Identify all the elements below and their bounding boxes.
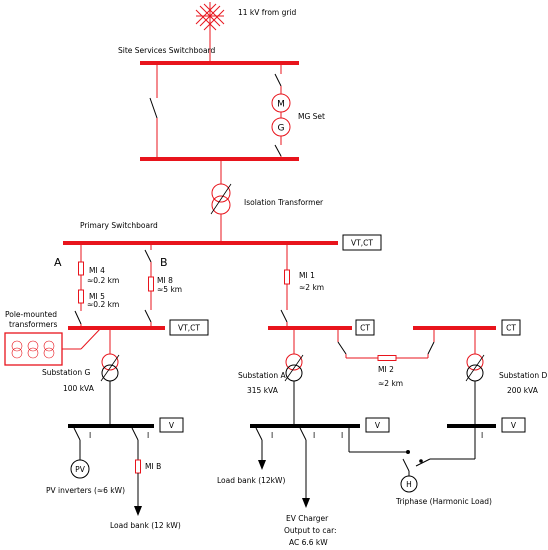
substation-d-rating: 200 kVA xyxy=(507,386,539,395)
motor-letter: M xyxy=(277,100,285,110)
pv-symbol-text: PV xyxy=(75,465,86,474)
substation-a-current-1: I xyxy=(271,431,273,440)
mi1-distance: ≈2 km xyxy=(299,283,324,292)
pv-inverters-label: PV inverters (≈6 kW) xyxy=(46,486,125,495)
substation-d-v-box xyxy=(501,417,526,433)
substation-d-name: Substation D xyxy=(499,371,547,380)
load-bank-a-label: Load bank (12kW) xyxy=(217,476,285,485)
harmonic-symbol-text: H xyxy=(406,480,412,489)
feeder-b-breaker-top xyxy=(144,249,152,263)
mi1-resistor xyxy=(284,269,290,285)
ev-arrow xyxy=(302,498,310,508)
mi2-resistor xyxy=(377,355,397,361)
load-bank-a-arrow xyxy=(258,460,266,470)
substation-a-tx-coil-top xyxy=(285,353,303,371)
mi5-resistor xyxy=(78,289,84,304)
ev-breaker xyxy=(299,427,307,441)
mib-label: MI B xyxy=(145,462,161,471)
mi4-name: MI 4 xyxy=(89,266,105,275)
mi2-breaker-right xyxy=(427,341,435,355)
mi8-name: MI 8 xyxy=(157,276,173,285)
substation-a-current-3: I xyxy=(341,431,343,440)
harmonic-load-label: Triphase (Harmonic Load) xyxy=(395,497,492,506)
substation-g-current-1: I xyxy=(89,431,91,440)
substation-d-ct-box xyxy=(501,319,521,336)
substation-a-rating: 315 kVA xyxy=(247,386,279,395)
substation-a-ct-box xyxy=(355,319,375,336)
ev-power-label: AC 6.6 kW xyxy=(289,538,328,547)
harmonic-junction-a xyxy=(406,450,410,454)
pv-breaker xyxy=(73,427,81,441)
mg-breaker-top xyxy=(274,73,282,87)
mi4-resistor xyxy=(78,261,84,276)
ev-output-label: Output to car: xyxy=(284,526,337,535)
substation-d-current-1: I xyxy=(481,431,483,440)
mib-resistor xyxy=(135,459,141,474)
mi2-distance: ≈2 km xyxy=(378,379,403,388)
mi2-name: MI 2 xyxy=(378,365,394,374)
feeder-a-breaker xyxy=(74,310,82,325)
substation-a-v-text: V xyxy=(375,421,381,430)
substation-a-ct-text: CT xyxy=(360,324,370,333)
load-bank-g-label: Load bank (12 kW) xyxy=(110,521,181,530)
substation-d-ct-text: CT xyxy=(506,324,516,333)
mg-set-label: MG Set xyxy=(298,112,325,121)
mi4-distance: ≈0.2 km xyxy=(87,276,119,285)
mi5-distance: ≈0.2 km xyxy=(87,300,119,309)
pole-transformers-link-2 xyxy=(80,327,102,350)
substation-g-name: Substation G xyxy=(42,368,90,377)
mi8-distance: ≈5 km xyxy=(157,285,182,294)
pole-transformers-label-1: Pole-mounted xyxy=(5,310,57,319)
primary-vtct-box xyxy=(342,234,382,251)
substation-g-vtct-box xyxy=(169,319,209,336)
substation-a-v-box xyxy=(365,417,390,433)
harmonic-load-symbol xyxy=(400,475,418,493)
substation-d-tx-coil-top xyxy=(466,353,484,371)
substation-g-current-2: I xyxy=(147,431,149,440)
substation-a-name: Substation A xyxy=(238,371,286,380)
substation-g-v-text: V xyxy=(169,421,175,430)
iso-transformer-coil-top xyxy=(211,183,231,203)
grid-source-symbol xyxy=(195,2,225,31)
substation-a-current-2: I xyxy=(313,431,315,440)
feeder-b-breaker-bottom xyxy=(144,309,152,323)
mi5-name: MI 5 xyxy=(89,292,105,301)
harmonic-breaker-d xyxy=(415,458,431,467)
harmonic-junction-d xyxy=(419,459,423,463)
substation-g-vtct-text: VT,CT xyxy=(178,324,200,333)
substation-d-v-text: V xyxy=(511,421,517,430)
iso-transformer-tap-arrow xyxy=(210,183,232,215)
feeder-b-label: B xyxy=(160,256,168,269)
mg-breaker-bottom xyxy=(274,144,282,157)
pole-transformer-icons xyxy=(11,340,55,359)
mib-breaker xyxy=(131,427,139,441)
substation-g-tx-coil-top xyxy=(101,353,119,371)
ev-charger-label: EV Charger xyxy=(286,514,329,523)
substation-g-rating: 100 kVA xyxy=(63,384,95,393)
grid-label: 11 kV from grid xyxy=(238,8,297,17)
primary-vtct-text: VT,CT xyxy=(351,239,373,248)
load-bank-a-breaker xyxy=(255,427,263,441)
substation-g-v-box xyxy=(159,417,184,433)
mi1-breaker xyxy=(280,309,288,323)
feeder-a-label: A xyxy=(54,256,62,269)
site-switchboard-label: Site Services Switchboard xyxy=(118,46,215,55)
primary-switchboard-label: Primary Switchboard xyxy=(80,221,158,230)
load-bank-g-arrow xyxy=(134,506,142,516)
pv-inverter-symbol xyxy=(70,459,90,479)
bypass-breaker xyxy=(149,97,158,119)
harmonic-breaker-a xyxy=(402,458,410,472)
iso-transformer-label: Isolation Transformer xyxy=(244,198,324,207)
pole-transformers-label-2: transformers xyxy=(9,320,57,329)
mi1-name: MI 1 xyxy=(299,271,315,280)
mi8-resistor xyxy=(148,276,154,292)
substation-g-tx-tap-arrow xyxy=(100,354,120,382)
mi2-breaker-left xyxy=(337,341,347,355)
generator-letter: G xyxy=(278,124,285,134)
substation-a-tx-tap-arrow xyxy=(284,354,304,382)
substation-d-tx-tap-arrow xyxy=(465,354,485,382)
